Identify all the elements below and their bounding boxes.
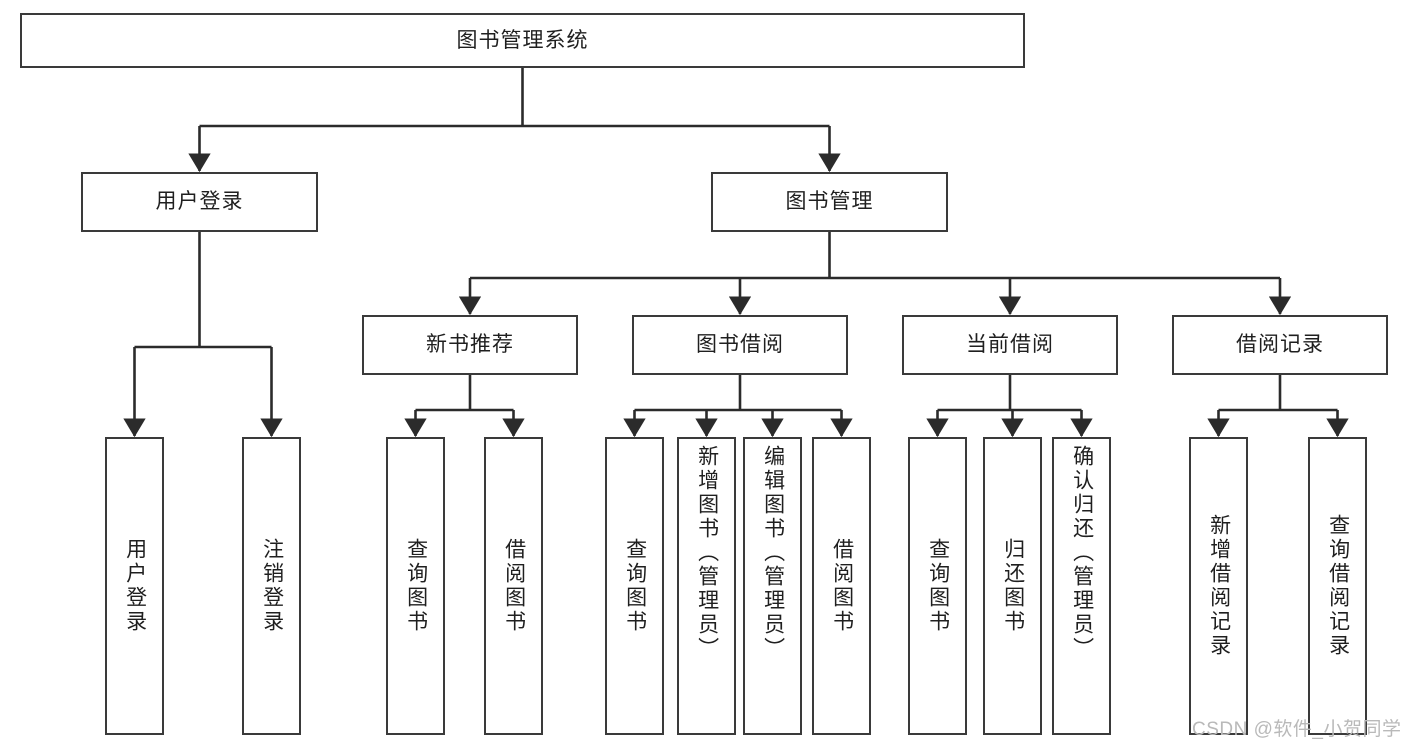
node-label-book-manage: 图书管理 <box>785 190 874 214</box>
node-label-leaf-query-book-3: 查询图书 <box>926 538 950 634</box>
node-leaf-user-login[interactable]: 用户登录 <box>105 437 164 735</box>
node-leaf-confirm-return-admin[interactable]: 确认归还（管理员） <box>1052 437 1111 735</box>
node-label-leaf-borrow-book-1: 借阅图书 <box>502 538 526 634</box>
node-leaf-query-book-3[interactable]: 查询图书 <box>908 437 967 735</box>
node-leaf-return-book[interactable]: 归还图书 <box>983 437 1042 735</box>
node-label-leaf-confirm-return-admin: 确认归还（管理员） <box>1070 445 1094 661</box>
node-book-borrow[interactable]: 图书借阅 <box>632 315 848 375</box>
node-borrow-record[interactable]: 借阅记录 <box>1172 315 1388 375</box>
node-label-leaf-edit-book-admin: 编辑图书（管理员） <box>761 445 785 661</box>
node-label-leaf-add-book-admin: 新增图书（管理员） <box>695 445 719 661</box>
node-label-new-book-recommend: 新书推荐 <box>426 333 514 357</box>
node-leaf-user-logout[interactable]: 注销登录 <box>242 437 301 735</box>
node-label-leaf-query-borrow-record: 查询借阅记录 <box>1326 514 1350 658</box>
csdn-watermark: CSDN @软件_小贺同学 <box>1192 719 1402 740</box>
node-label-leaf-user-login: 用户登录 <box>123 538 147 634</box>
node-user-login[interactable]: 用户登录 <box>81 172 318 232</box>
node-label-leaf-borrow-book-2: 借阅图书 <box>830 538 854 634</box>
node-book-manage[interactable]: 图书管理 <box>711 172 948 232</box>
node-leaf-edit-book-admin[interactable]: 编辑图书（管理员） <box>743 437 802 735</box>
node-leaf-query-book-2[interactable]: 查询图书 <box>605 437 664 735</box>
node-root[interactable]: 图书管理系统 <box>20 13 1025 68</box>
node-label-root: 图书管理系统 <box>456 28 589 52</box>
node-label-leaf-add-borrow-record: 新增借阅记录 <box>1207 514 1231 658</box>
node-leaf-add-borrow-record[interactable]: 新增借阅记录 <box>1189 437 1248 735</box>
node-label-leaf-return-book: 归还图书 <box>1001 538 1025 634</box>
node-leaf-query-borrow-record[interactable]: 查询借阅记录 <box>1308 437 1367 735</box>
node-new-book-recommend[interactable]: 新书推荐 <box>362 315 578 375</box>
node-label-current-borrow: 当前借阅 <box>966 333 1054 357</box>
node-label-borrow-record: 借阅记录 <box>1236 333 1324 357</box>
node-label-leaf-query-book-2: 查询图书 <box>623 538 647 634</box>
node-label-leaf-query-book-1: 查询图书 <box>404 538 428 634</box>
node-current-borrow[interactable]: 当前借阅 <box>902 315 1118 375</box>
node-label-book-borrow: 图书借阅 <box>696 333 784 357</box>
node-label-user-login: 用户登录 <box>155 190 244 214</box>
node-leaf-add-book-admin[interactable]: 新增图书（管理员） <box>677 437 736 735</box>
node-leaf-borrow-book-1[interactable]: 借阅图书 <box>484 437 543 735</box>
node-leaf-borrow-book-2[interactable]: 借阅图书 <box>812 437 871 735</box>
node-label-leaf-user-logout: 注销登录 <box>260 538 284 634</box>
node-leaf-query-book-1[interactable]: 查询图书 <box>386 437 445 735</box>
